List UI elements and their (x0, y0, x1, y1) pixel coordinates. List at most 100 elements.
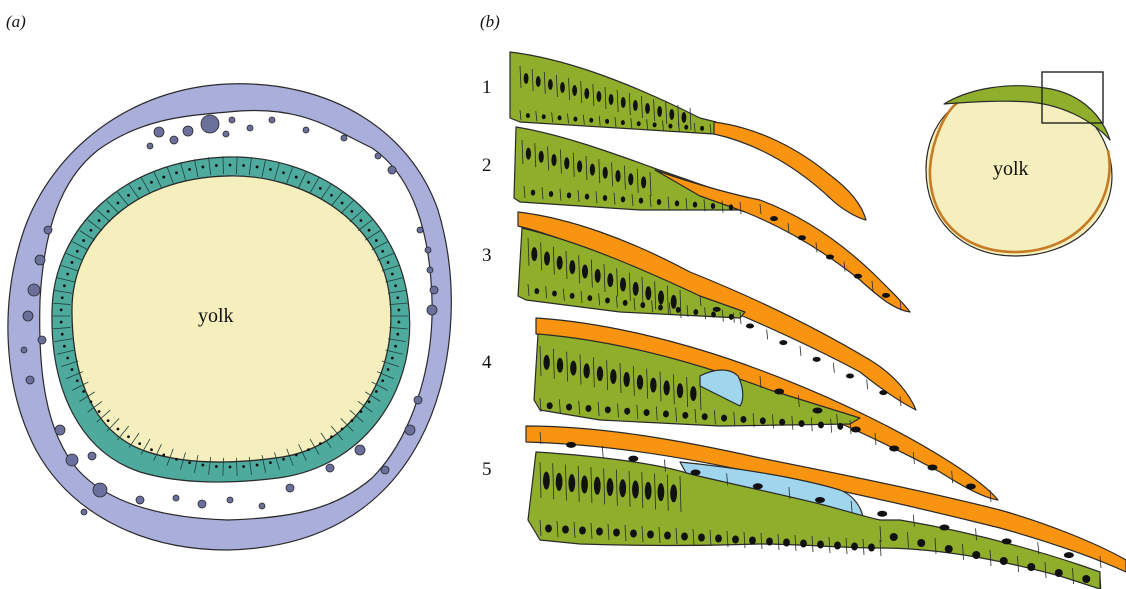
cell-nucleus (579, 527, 586, 535)
cell-nucleus (613, 529, 620, 537)
vesicle (35, 255, 45, 265)
cell-nucleus (813, 408, 823, 414)
epithelium-nucleus (341, 428, 344, 431)
cell-nucleus (779, 419, 785, 426)
epithelium-nucleus (394, 284, 397, 287)
cell-nucleus (628, 173, 633, 185)
epithelium-nucleus (269, 168, 272, 171)
cell-nucleus (669, 109, 674, 120)
epithelium-nucleus (150, 448, 153, 451)
cell-nucleus (882, 293, 890, 298)
vesicle (198, 500, 206, 508)
epithelium-nucleus (319, 442, 322, 445)
epithelium-nucleus (117, 202, 120, 205)
vesicle (259, 503, 265, 509)
cell-nucleus (798, 235, 806, 240)
cell-nucleus (557, 358, 563, 373)
epithelium-nucleus (71, 368, 74, 371)
cell-wall (833, 363, 834, 373)
yolk-label-a: yolk (198, 305, 234, 327)
cell-wall (867, 379, 868, 389)
cell-nucleus (645, 482, 652, 500)
cell-nucleus (783, 539, 790, 547)
vesicle (430, 286, 438, 294)
cell-nucleus (647, 531, 654, 539)
cell-nucleus (834, 542, 841, 550)
epithelium-nucleus (256, 166, 259, 169)
cell-nucleus (564, 157, 569, 169)
cell-nucleus (657, 106, 662, 117)
cell-nucleus (584, 88, 589, 99)
epithelium-nucleus (82, 239, 85, 242)
cell-nucleus (531, 247, 537, 261)
epithelium-nucleus (107, 419, 110, 422)
cell-nucleus (645, 286, 651, 300)
epithelium-nucleus (201, 464, 204, 467)
cell-nucleus (877, 511, 887, 517)
epithelium-nucleus (82, 390, 85, 393)
epithelium-nucleus (90, 400, 93, 403)
vesicle (201, 115, 219, 133)
epithelium-nucleus (269, 461, 272, 464)
epithelium-nucleus (98, 219, 101, 222)
epithelium-nucleus (330, 435, 333, 438)
vesicle (375, 153, 381, 159)
cell-nucleus (542, 114, 546, 119)
cell-nucleus (639, 198, 643, 204)
epithelium-nucleus (391, 273, 394, 276)
cell-nucleus (570, 361, 576, 376)
cell-nucleus (657, 199, 661, 205)
epithelium-nucleus (66, 357, 69, 360)
epithelium-nucleus (127, 435, 130, 438)
epithelium-nucleus (215, 465, 218, 468)
epithelium-nucleus (60, 321, 63, 324)
vesicle (229, 117, 235, 123)
cell-nucleus (637, 121, 641, 126)
cell-nucleus (640, 302, 645, 308)
epithelium-nucleus (360, 219, 363, 222)
vesicle (44, 226, 52, 234)
vesicle (427, 305, 437, 315)
vesicle (326, 464, 334, 472)
epithelium-nucleus (71, 261, 74, 264)
epithelium-nucleus (242, 465, 245, 468)
cell-nucleus (577, 160, 582, 172)
epithelium-nucleus (150, 181, 153, 184)
cell-nucleus (879, 390, 887, 395)
cell-nucleus (645, 103, 650, 114)
cell-nucleus (837, 423, 843, 430)
cell-nucleus (607, 478, 614, 496)
epithelium-nucleus (162, 454, 165, 457)
cell-nucleus (545, 525, 552, 533)
vesicle (28, 284, 40, 296)
cell-nucleus (681, 533, 688, 541)
epithelium-nucleus (63, 284, 66, 287)
cell-nucleus (889, 446, 899, 452)
cell-nucleus (851, 427, 861, 433)
cell-nucleus (817, 541, 824, 549)
epithelium-nucleus (98, 410, 101, 413)
cell-nucleus (972, 551, 980, 559)
cell-nucleus (552, 291, 557, 297)
vesicle (183, 126, 193, 136)
epithelium-nucleus (63, 345, 66, 348)
vesicle (355, 445, 365, 455)
cell-nucleus (690, 386, 696, 401)
epithelium-nucleus (396, 333, 399, 336)
epithelium-nucleus (394, 345, 397, 348)
cell-nucleus (966, 484, 976, 490)
cell-nucleus (671, 295, 677, 309)
cell-nucleus (1064, 552, 1074, 558)
cell-nucleus (945, 545, 953, 553)
epithelium-nucleus (307, 448, 310, 451)
cell-nucleus (603, 167, 608, 179)
epithelium-nucleus (368, 229, 371, 232)
cell-nucleus (621, 196, 625, 202)
vesicle (55, 425, 65, 435)
cell-nucleus (715, 535, 722, 543)
cell-nucleus (524, 73, 529, 84)
cell-nucleus (620, 278, 626, 292)
cell-nucleus (609, 94, 614, 105)
cell-nucleus (676, 307, 681, 313)
epithelium-nucleus (360, 410, 363, 413)
